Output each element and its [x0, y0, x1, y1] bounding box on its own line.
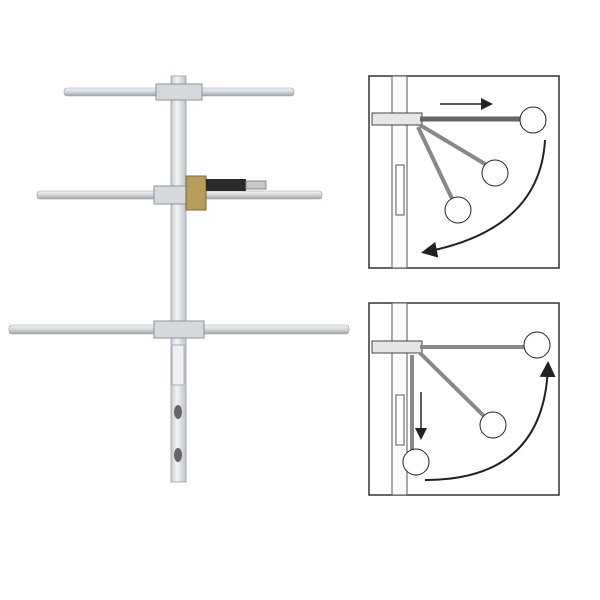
hand-icon: [444, 196, 472, 224]
antenna-boom: [170, 75, 187, 483]
hand-icon: [523, 331, 551, 359]
bracket: [155, 83, 203, 101]
boom-label: [171, 344, 185, 386]
mount-slot: [174, 405, 182, 419]
hand-icon: [519, 106, 547, 134]
yagi-antenna: [8, 75, 350, 483]
curved-arrow-icon: [424, 361, 556, 481]
hand-icon: [481, 159, 509, 187]
instruction-panel-2: [368, 302, 560, 496]
instruction-panel-1: [368, 75, 560, 269]
bracket: [153, 320, 205, 339]
coax-connector: [185, 175, 267, 211]
mount-slot: [174, 448, 182, 462]
hand-icon: [479, 411, 507, 439]
curved-arrow-icon: [421, 139, 546, 258]
hand-icon: [402, 448, 430, 476]
